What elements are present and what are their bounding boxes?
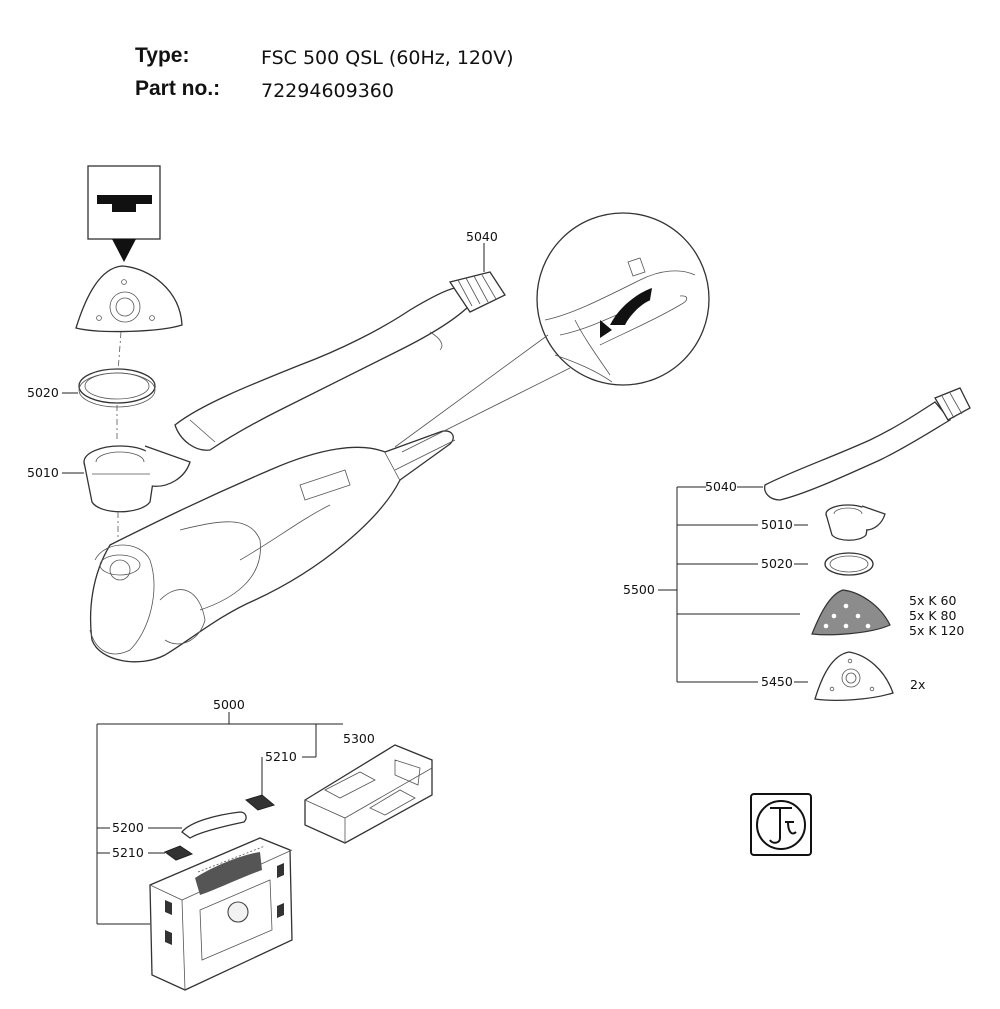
label-5450: 5450 — [761, 674, 793, 689]
label-5040-main: 5040 — [466, 229, 498, 244]
label-5010-kit: 5010 — [761, 517, 793, 532]
type-value: FSC 500 QSL (60Hz, 120V) — [261, 47, 514, 69]
label-5020-kit: 5020 — [761, 556, 793, 571]
part-5010-adapter — [83, 445, 191, 513]
part-5040-extraction-hose — [174, 271, 506, 451]
kit-part-5010 — [825, 504, 886, 541]
label-5200: 5200 — [112, 820, 144, 835]
latch-5210-bottom — [163, 845, 194, 861]
detail-magnifier — [394, 212, 710, 453]
label-5040-kit: 5040 — [705, 479, 737, 494]
type-key: Type: — [135, 44, 190, 67]
handle-5200 — [181, 811, 247, 839]
label-5500: 5500 — [623, 582, 655, 597]
kit-abrasive-sheet — [811, 589, 891, 636]
fein-logo — [750, 793, 812, 856]
part-no-value: 72294609360 — [261, 80, 394, 102]
label-5210-bottom: 5210 — [112, 845, 144, 860]
attachment-icon-box — [87, 165, 161, 262]
note-k80: 5x K 80 — [909, 608, 956, 623]
part-no-key: Part no.: — [135, 77, 221, 100]
label-5000: 5000 — [213, 697, 245, 712]
kit-5500-bracket — [658, 486, 808, 683]
part-5020-ring — [78, 368, 156, 408]
case-5000-bracket — [96, 712, 343, 925]
case-body — [149, 837, 293, 991]
sanding-plate-top — [75, 265, 183, 333]
kit-hose-5040 — [764, 387, 971, 501]
kit-part-5450-plate — [814, 651, 894, 701]
label-5210-top: 5210 — [265, 749, 297, 764]
note-k120: 5x K 120 — [909, 623, 964, 638]
kit-part-5020 — [824, 552, 874, 576]
case-insert-5300 — [304, 744, 433, 844]
label-5020-main: 5020 — [27, 385, 59, 400]
note-k60: 5x K 60 — [909, 593, 956, 608]
label-5010-main: 5010 — [27, 465, 59, 480]
latch-5210-top — [244, 794, 276, 811]
label-5300: 5300 — [343, 731, 375, 746]
note-qty-2x: 2x — [910, 677, 925, 692]
oscillating-tool-body — [89, 430, 456, 663]
